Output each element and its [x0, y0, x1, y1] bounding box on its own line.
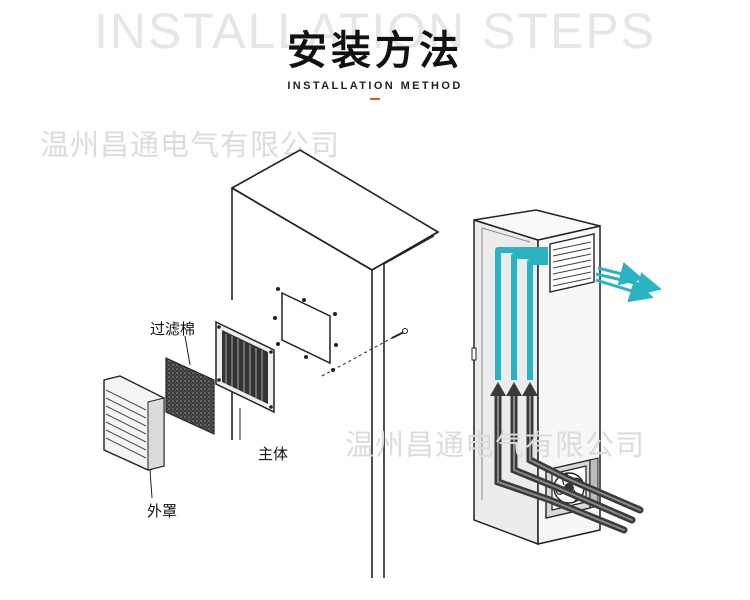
cabinet-left: [230, 149, 440, 578]
fan-main-body: [215, 320, 275, 440]
background-heading: INSTALLATION STEPS: [93, 3, 657, 59]
label-outer-cover: 外罩: [147, 502, 178, 520]
watermark-bottom: 温州昌通电气有限公司: [345, 428, 646, 462]
label-main-body: 主体: [258, 445, 289, 463]
outer-cover: [103, 375, 165, 499]
page-title: 安装方法: [287, 28, 463, 74]
page-subtitle: INSTALLATION METHOD: [287, 80, 463, 92]
intake-airflow-arrows: [490, 382, 644, 534]
filter-cotton: [165, 335, 215, 435]
exhaust-grille: [549, 233, 595, 293]
screw: [321, 328, 408, 377]
label-filter-cotton: 过滤棉: [150, 320, 196, 338]
title-underline: [370, 98, 380, 100]
exhaust-airflow-arrows: [495, 247, 662, 380]
mounting-cutout: [273, 287, 338, 372]
